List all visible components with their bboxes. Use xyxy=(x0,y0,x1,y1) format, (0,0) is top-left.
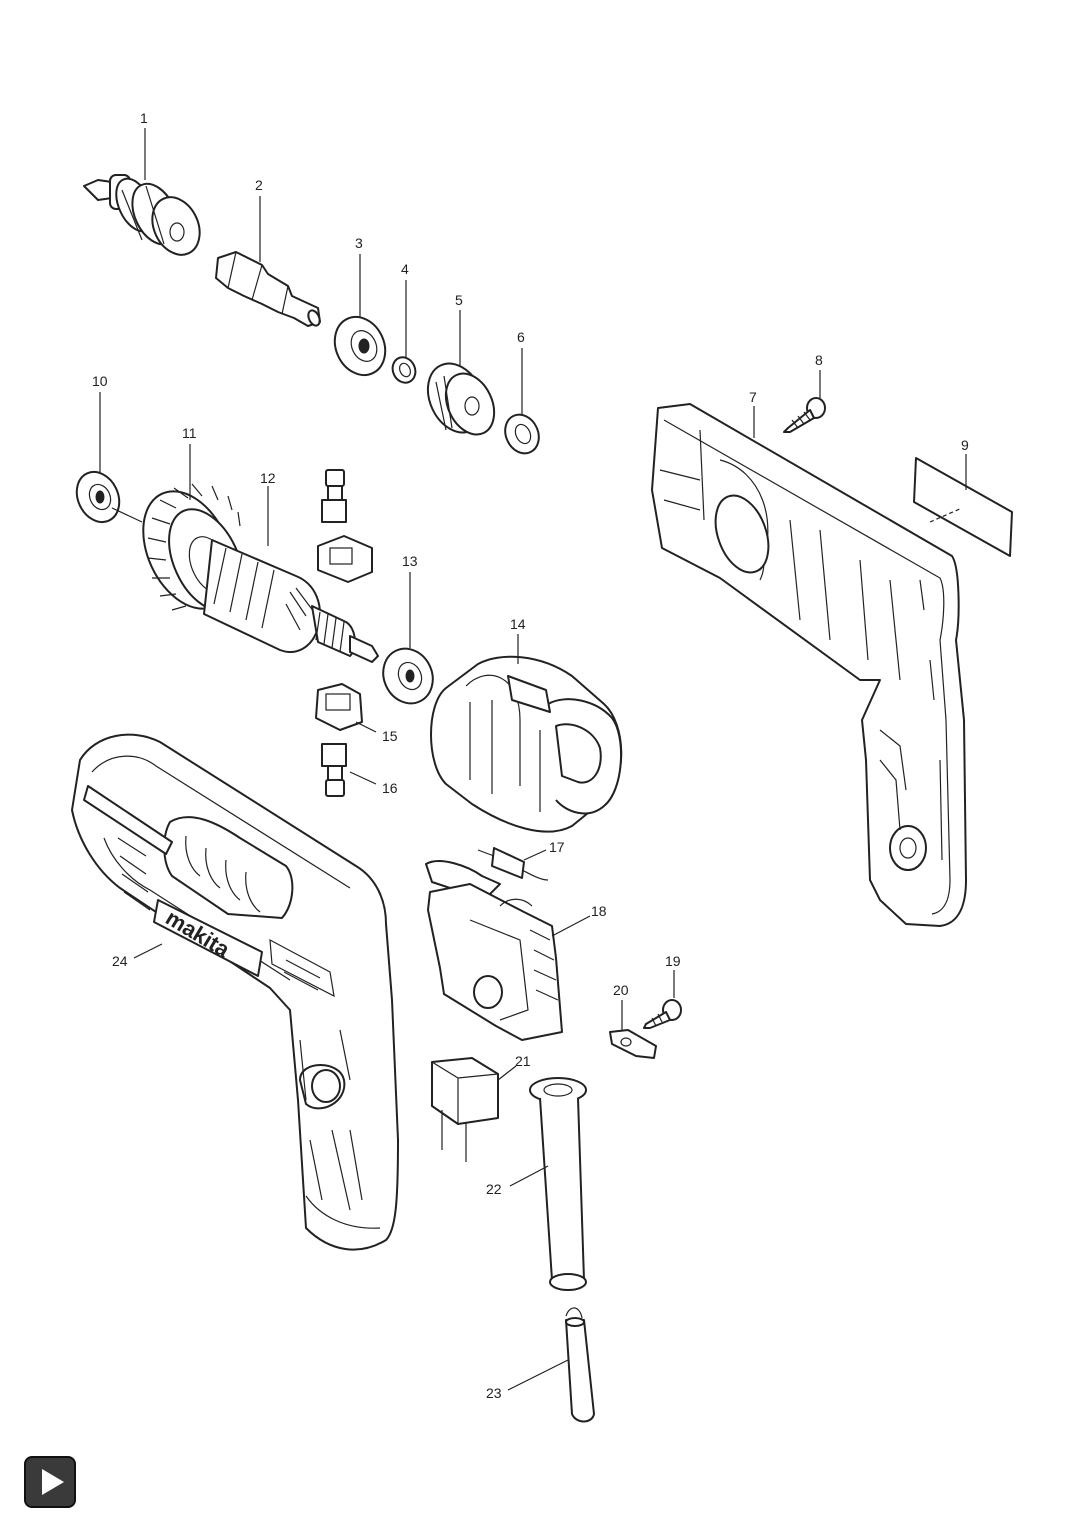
field-stator xyxy=(430,655,623,833)
spindle xyxy=(215,251,321,327)
armature-with-fan xyxy=(111,483,379,663)
ball-bearing-6 xyxy=(504,413,540,455)
callout-17: 17 xyxy=(549,839,565,855)
tapping-screw-8 xyxy=(783,397,826,433)
callout-3: 3 xyxy=(355,235,363,251)
leader-lines xyxy=(99,128,967,1391)
name-plate xyxy=(913,457,1013,557)
housing-half xyxy=(651,403,967,927)
callout-numbers: 1 2 3 4 5 6 7 8 9 10 11 12 13 14 15 16 1… xyxy=(92,110,969,1401)
callout-9: 9 xyxy=(961,437,969,453)
callout-11: 11 xyxy=(182,425,197,441)
tapping-screw-19 xyxy=(643,999,682,1029)
play-icon xyxy=(42,1469,64,1495)
housing-set: makita xyxy=(71,733,399,1251)
retaining-ring xyxy=(391,356,417,384)
callout-14: 14 xyxy=(510,616,526,632)
cord-clamp xyxy=(609,1029,657,1059)
power-cord xyxy=(565,1307,595,1423)
drill-chuck xyxy=(83,174,201,256)
carbon-brush-upper xyxy=(321,469,347,523)
spur-gear xyxy=(426,362,496,436)
callout-21: 21 xyxy=(515,1053,531,1069)
switch xyxy=(425,860,563,1041)
callout-2: 2 xyxy=(255,177,263,193)
callout-4: 4 xyxy=(401,261,409,277)
brush-holder-lower xyxy=(315,683,363,731)
callout-10: 10 xyxy=(92,373,108,389)
play-button[interactable] xyxy=(24,1456,76,1508)
callout-5: 5 xyxy=(455,292,463,308)
callout-23: 23 xyxy=(486,1385,502,1401)
callout-18: 18 xyxy=(591,903,607,919)
callout-24: 24 xyxy=(112,953,128,969)
callout-20: 20 xyxy=(613,982,629,998)
noise-suppressor xyxy=(477,847,549,881)
callout-6: 6 xyxy=(517,329,525,345)
ball-bearing-10 xyxy=(75,470,121,524)
callout-16: 16 xyxy=(382,780,398,796)
callout-19: 19 xyxy=(665,953,681,969)
ball-bearing-13 xyxy=(382,647,434,705)
callout-15: 15 xyxy=(382,728,398,744)
callout-13: 13 xyxy=(402,553,418,569)
brush-holder-upper xyxy=(317,535,373,583)
ball-bearing-3 xyxy=(333,315,387,377)
callout-8: 8 xyxy=(815,352,823,368)
callout-12: 12 xyxy=(260,470,276,486)
strain-relief xyxy=(529,1077,587,1291)
carbon-brush-lower xyxy=(321,743,347,797)
callout-7: 7 xyxy=(749,389,757,405)
capacitor xyxy=(431,1057,499,1162)
callout-22: 22 xyxy=(486,1181,502,1197)
callout-1: 1 xyxy=(140,110,148,126)
